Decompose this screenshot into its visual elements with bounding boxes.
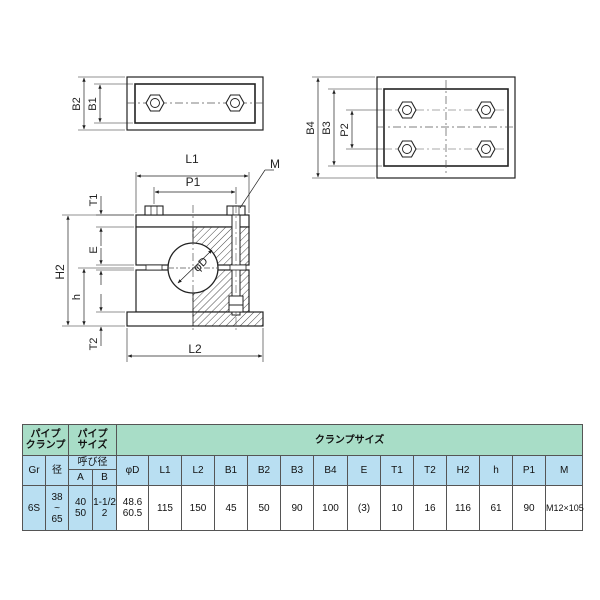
dim-label-p1: P1 bbox=[186, 175, 201, 189]
clamp-technical-drawing: B2 B1 B4 bbox=[53, 76, 516, 362]
header-bore: 径 bbox=[44, 455, 70, 486]
dim-label-l2: L2 bbox=[188, 342, 202, 356]
top-view-wide: B4 B3 P2 bbox=[305, 76, 516, 179]
cell-b: 1-1/2 2 bbox=[92, 485, 118, 531]
cell-gr: 6S bbox=[22, 485, 46, 531]
dim-label-b1: B1 bbox=[87, 97, 99, 110]
dim-label-t1: T1 bbox=[88, 194, 100, 207]
header-col: φD bbox=[116, 455, 150, 486]
table-row: 6S 38 ~ 65 40 50 1-1/2 2 48.6 60.5 115 1… bbox=[22, 485, 584, 531]
header-pipe-clamp: パイプ クランプ bbox=[21, 424, 70, 456]
cell-value: 90 bbox=[280, 485, 315, 531]
header-pipe-size: パイプ サイズ bbox=[68, 424, 118, 456]
cell-phid: 48.6 60.5 bbox=[116, 485, 150, 531]
header-col: H2 bbox=[446, 455, 481, 486]
header-b: B bbox=[92, 469, 118, 486]
cell-value: 116 bbox=[446, 485, 481, 531]
header-col: L2 bbox=[181, 455, 216, 486]
table-header-row: パイプ クランプ パイプ サイズ クランプサイズ bbox=[21, 424, 584, 456]
top-view: B2 B1 bbox=[71, 76, 264, 131]
dim-label-p2: P2 bbox=[339, 123, 351, 136]
front-view: φD bbox=[126, 205, 264, 330]
cell-value: 150 bbox=[181, 485, 216, 531]
cell-value: 115 bbox=[148, 485, 183, 531]
header-gr: Gr bbox=[22, 455, 46, 486]
header-clamp-size: クランプサイズ bbox=[116, 424, 584, 456]
cell-value: 90 bbox=[512, 485, 547, 531]
header-nominal: 呼び径 bbox=[68, 455, 118, 470]
header-col: B2 bbox=[247, 455, 282, 486]
header-a: A bbox=[68, 469, 94, 486]
header-col: M bbox=[545, 455, 584, 486]
bolt-head-icon bbox=[476, 140, 496, 158]
dim-label-l1: L1 bbox=[185, 152, 199, 166]
dim-label-b2: B2 bbox=[71, 97, 83, 110]
cell-value: 100 bbox=[313, 485, 349, 531]
header-col: T2 bbox=[413, 455, 448, 486]
dim-label-b4: B4 bbox=[305, 121, 317, 134]
cell-a: 40 50 bbox=[68, 485, 94, 531]
dim-label-h: h bbox=[71, 294, 83, 300]
dim-label-m: M bbox=[270, 157, 280, 171]
dim-label-b3: B3 bbox=[321, 121, 333, 134]
front-view-dimensions: L1 P1 M T1 E H2 h T2 bbox=[53, 152, 280, 362]
cell-value: 16 bbox=[413, 485, 448, 531]
header-col: P1 bbox=[512, 455, 547, 486]
bolt-head-icon bbox=[397, 101, 417, 119]
bolt-head-icon bbox=[225, 94, 245, 112]
header-col: h bbox=[479, 455, 514, 486]
header-col: B4 bbox=[313, 455, 349, 486]
table-subheader-row-2: A B bbox=[23, 469, 583, 486]
bolt-icon bbox=[144, 205, 164, 216]
header-col: L1 bbox=[148, 455, 183, 486]
dim-label-e: E bbox=[88, 246, 100, 253]
bolt-head-icon bbox=[145, 94, 165, 112]
header-col: B1 bbox=[214, 455, 249, 486]
cell-value: (3) bbox=[347, 485, 382, 531]
cell-value: 50 bbox=[247, 485, 282, 531]
spec-table: パイプ クランプ パイプ サイズ クランプサイズ Gr 径 呼び径 φD L1 … bbox=[21, 424, 584, 531]
header-col: T1 bbox=[380, 455, 415, 486]
table-subheader-row: Gr 径 呼び径 φD L1 L2 B1 B2 B3 B4 E T1 T2 H2… bbox=[22, 455, 584, 486]
bolt-head-icon bbox=[397, 140, 417, 158]
header-col: E bbox=[347, 455, 382, 486]
cell-value: 45 bbox=[214, 485, 249, 531]
dim-label-h2: H2 bbox=[53, 264, 67, 280]
cell-value: M12×105 bbox=[545, 485, 584, 531]
cell-bore: 38 ~ 65 bbox=[44, 485, 70, 531]
header-col: B3 bbox=[280, 455, 315, 486]
bolt-head-icon bbox=[476, 101, 496, 119]
cell-value: 61 bbox=[479, 485, 514, 531]
dim-label-t2: T2 bbox=[88, 338, 100, 351]
cell-value: 10 bbox=[380, 485, 415, 531]
